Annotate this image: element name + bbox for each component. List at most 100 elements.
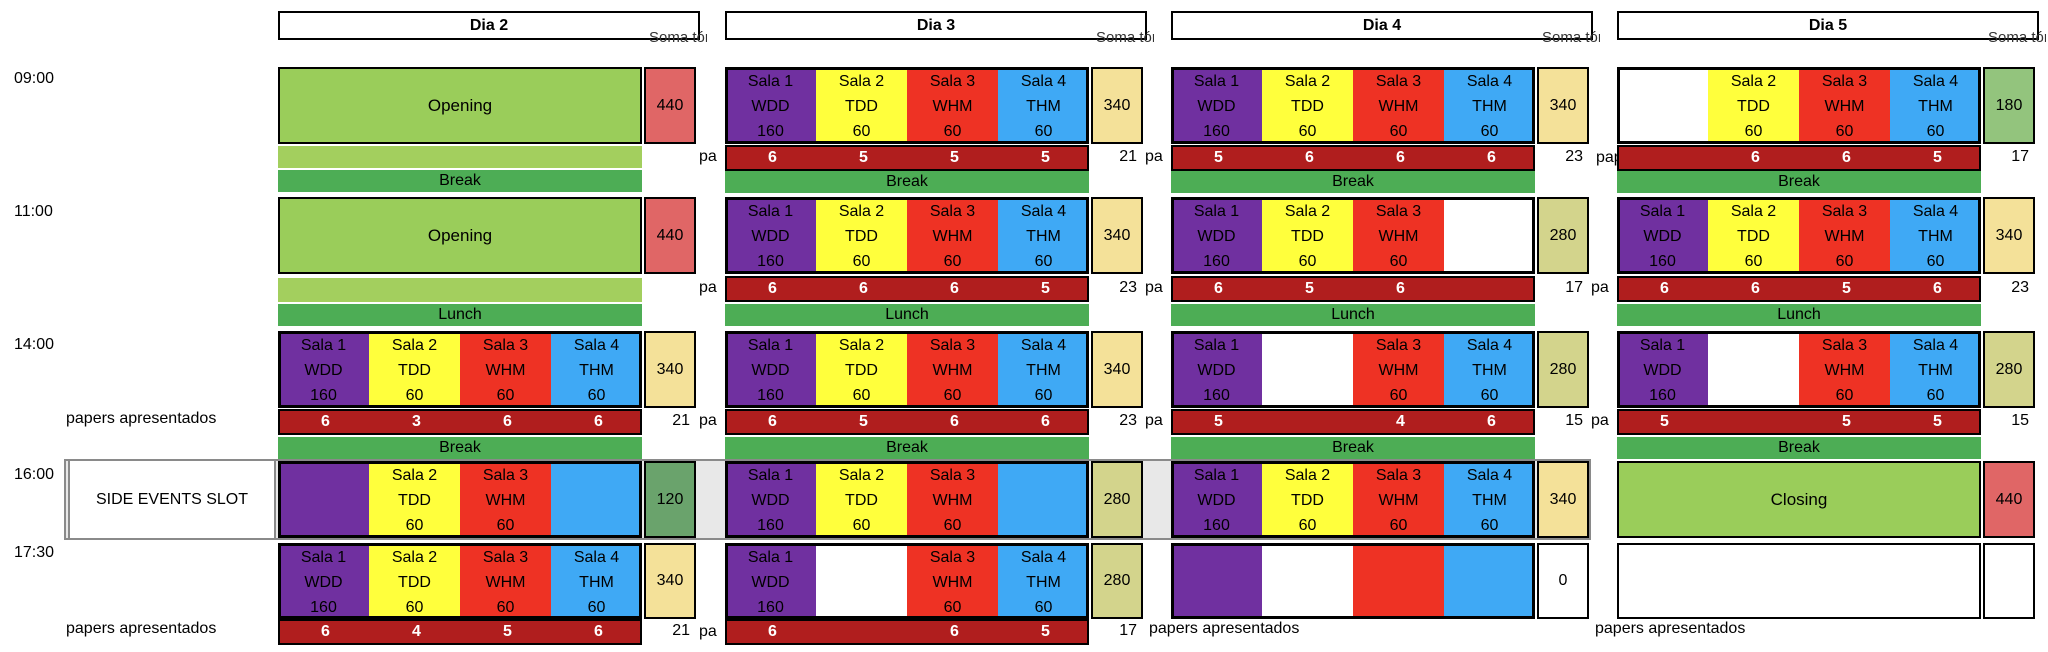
- room-code: WDD: [1197, 228, 1236, 245]
- time-label: 09:00: [14, 70, 55, 87]
- papers-count: 6: [594, 413, 603, 430]
- papers-total: 17: [1119, 622, 1137, 639]
- room-name: Sala 4: [1912, 337, 1959, 354]
- room-cell-sala2: [1262, 543, 1353, 619]
- papers-count: 6: [1487, 149, 1496, 166]
- room-name: Sala 1: [747, 73, 794, 90]
- room-name: Sala 1: [300, 549, 347, 566]
- room-cell-sala1: Sala 1 WDD 160: [1171, 67, 1262, 144]
- papers-count: 6: [1396, 280, 1405, 297]
- room-code: WDD: [1197, 362, 1236, 379]
- papers-count: 6: [1751, 149, 1760, 166]
- room-cap: 60: [852, 253, 871, 270]
- papers-label-short: pa: [1591, 412, 1609, 429]
- room-name: Sala 3: [482, 549, 529, 566]
- room-cap: 60: [1480, 387, 1499, 404]
- room-cap: 60: [405, 599, 424, 616]
- room-code: WHM: [1824, 228, 1865, 245]
- room-code: WDD: [1197, 98, 1236, 115]
- room-name: Sala 2: [1284, 467, 1331, 484]
- room-name: Sala 4: [1020, 203, 1067, 220]
- room-cap: 60: [405, 387, 424, 404]
- sum-box: 440: [1983, 461, 2035, 538]
- room-cap: 160: [1203, 253, 1230, 270]
- room-cap: 160: [757, 517, 784, 534]
- room-cap: 60: [587, 387, 606, 404]
- papers-total: 17: [2011, 148, 2029, 165]
- papers-count: 5: [1305, 280, 1314, 297]
- room-code: WDD: [751, 228, 790, 245]
- room-code: TDD: [398, 362, 431, 379]
- room-code: WDD: [751, 362, 790, 379]
- sum-box: 280: [1983, 331, 2035, 408]
- room-cell-sala1: [278, 461, 369, 538]
- papers-count: 6: [859, 280, 868, 297]
- papers-count: 6: [1305, 149, 1314, 166]
- sum-box: 340: [644, 543, 696, 619]
- room-code: WHM: [932, 492, 973, 509]
- room-cap: 60: [1480, 123, 1499, 140]
- room-name: Sala 1: [1193, 73, 1240, 90]
- room-name: Sala 1: [1639, 203, 1686, 220]
- sum-box: 0: [1537, 543, 1589, 619]
- room-name: Sala 3: [1821, 73, 1868, 90]
- papers-count: 5: [1041, 149, 1050, 166]
- papers-total: 23: [2011, 279, 2029, 296]
- room-cap: 60: [1298, 253, 1317, 270]
- room-cap: 160: [1649, 253, 1676, 270]
- papers-count: 5: [1842, 413, 1851, 430]
- sum-box: 440: [644, 67, 696, 144]
- room-code: TDD: [845, 228, 878, 245]
- room-name: Sala 4: [573, 337, 620, 354]
- papers-count: 6: [1751, 280, 1760, 297]
- room-code: THM: [1472, 492, 1507, 509]
- room-name: Sala 3: [1375, 73, 1422, 90]
- papers-count: 6: [1933, 280, 1942, 297]
- room-code: THM: [579, 574, 614, 591]
- room-code: WHM: [1378, 362, 1419, 379]
- room-code: WDD: [1197, 492, 1236, 509]
- papers-count: 5: [1933, 149, 1942, 166]
- room-name: Sala 2: [838, 337, 885, 354]
- papers-count: 6: [1214, 280, 1223, 297]
- papers-count: 5: [1214, 413, 1223, 430]
- room-name: Sala 3: [929, 549, 976, 566]
- room-cell-sala1: [1171, 543, 1262, 619]
- room-cap: 160: [757, 599, 784, 616]
- papers-label-short: pa: [1145, 412, 1163, 429]
- room-cap: 60: [496, 599, 515, 616]
- room-name: Sala 4: [1912, 203, 1959, 220]
- room-cap: 160: [1203, 123, 1230, 140]
- room-name: Sala 4: [1020, 337, 1067, 354]
- room-code: WHM: [1824, 362, 1865, 379]
- room-name: Sala 1: [747, 337, 794, 354]
- papers-count: 6: [1041, 413, 1050, 430]
- papers-label: papers apresentados: [66, 620, 217, 637]
- room-name: Sala 3: [929, 203, 976, 220]
- room-code: TDD: [845, 492, 878, 509]
